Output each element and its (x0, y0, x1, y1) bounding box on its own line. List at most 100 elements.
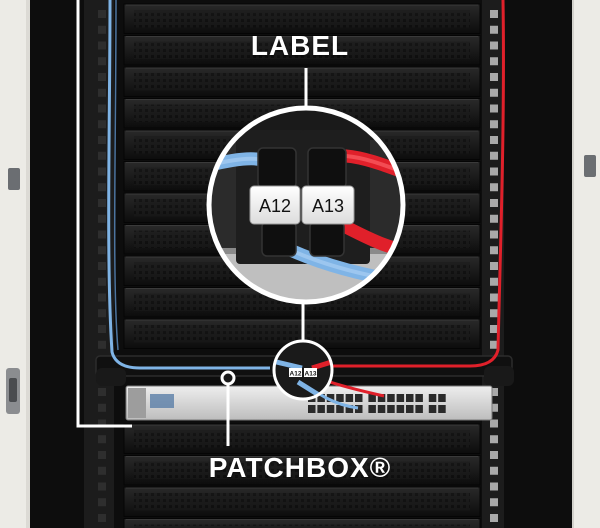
rail-hole (98, 435, 106, 444)
right-door-edge (574, 0, 600, 528)
rail-hole (98, 10, 106, 18)
rail-hole (490, 73, 498, 81)
rail-hole (490, 498, 498, 507)
switch-port (355, 405, 363, 413)
rail-hole (98, 214, 106, 223)
rail-hole (490, 451, 498, 459)
rail-hole (98, 88, 106, 97)
rail-hole (490, 151, 498, 160)
rail-hole (98, 466, 106, 475)
small-tag-a13: A13 (305, 371, 317, 378)
switch-port (428, 405, 437, 413)
patchbox-marker (220, 370, 236, 386)
switch-port (415, 405, 423, 413)
rail-hole (98, 262, 106, 270)
rail-hole (490, 10, 498, 18)
switch-port (438, 394, 446, 402)
rail-hole (98, 57, 106, 66)
rail-hole (98, 451, 106, 459)
left-hinge (8, 168, 20, 190)
rail-hole (98, 230, 106, 239)
rail-hole (490, 230, 498, 239)
rail-hole (490, 325, 498, 333)
switch-port (415, 394, 423, 402)
switch-port (317, 405, 325, 413)
patchbox-callout-text: PATCHBOX® (208, 452, 392, 483)
label-callout: LABEL (250, 30, 350, 61)
rail-hole (98, 325, 106, 333)
switch-port (406, 394, 414, 402)
rail-hole (98, 25, 106, 34)
rail-hole (490, 25, 498, 34)
rail-hole (490, 246, 498, 255)
switch-port (396, 405, 405, 413)
rail-hole (98, 120, 106, 129)
patchbox-bracket-line (76, 0, 132, 428)
rail-hole (490, 57, 498, 66)
panel-vent (134, 524, 470, 528)
rail-hole (98, 167, 106, 176)
rail-hole (98, 183, 106, 192)
switch-port (368, 405, 376, 413)
rail-hole (98, 388, 106, 396)
small-tag-a12: A12 (290, 371, 302, 378)
patchbox-callout: PATCHBOX® (0, 452, 600, 484)
rail-hole (98, 246, 106, 255)
switch-port (428, 394, 437, 402)
rail-hole (98, 403, 106, 412)
rail-hole (490, 435, 498, 444)
rail-hole (98, 293, 106, 302)
rail-hole (98, 514, 106, 522)
rail-hole (490, 403, 498, 412)
switch-port (377, 405, 386, 413)
rail-hole (98, 199, 106, 207)
rail-hole (490, 466, 498, 475)
rail-hole (98, 151, 106, 160)
rail-hole (98, 104, 106, 113)
switch-port (438, 405, 446, 413)
rail-holes (98, 10, 498, 522)
rail-hole (490, 309, 498, 318)
rail-hole (98, 309, 106, 318)
rail-hole (98, 419, 106, 428)
tag-a12 (249, 185, 301, 225)
panel-vent (134, 73, 470, 91)
rail-hole (490, 388, 498, 396)
rail-hole (490, 293, 498, 302)
panel-vent (134, 41, 470, 59)
rail-hole (490, 277, 498, 286)
switch-port (368, 394, 376, 402)
rail-hole (490, 183, 498, 192)
zoom-circle-outline (206, 105, 406, 305)
rail-hole (490, 120, 498, 129)
tag-a13 (301, 185, 355, 225)
switch-port (326, 394, 335, 402)
rail-hole (490, 340, 498, 349)
panel-vent (134, 10, 470, 28)
rail-hole (490, 88, 498, 97)
switch-logo (150, 394, 174, 408)
tag-a12-text: A12 (259, 196, 291, 216)
switch-port (336, 405, 344, 413)
tag-a13-text: A13 (312, 196, 344, 216)
switch-port (308, 405, 316, 413)
right-hinge (584, 155, 596, 177)
switch-port (377, 394, 386, 402)
switch-port (387, 394, 395, 402)
rail-hole (490, 482, 498, 491)
rail-hole (98, 482, 106, 491)
rail-hole (98, 340, 106, 349)
left-door-edge (0, 0, 26, 528)
panel-vent (134, 461, 470, 479)
rail-hole (490, 514, 498, 522)
panel-vent (134, 493, 470, 511)
rail-hole (490, 167, 498, 176)
red-cable-right (320, 0, 505, 368)
rail-hole (490, 214, 498, 223)
panel-vent (134, 430, 470, 448)
rail-hole (98, 136, 106, 144)
switch-port (345, 394, 354, 402)
rail-hole (490, 104, 498, 113)
rail-hole (490, 199, 498, 207)
